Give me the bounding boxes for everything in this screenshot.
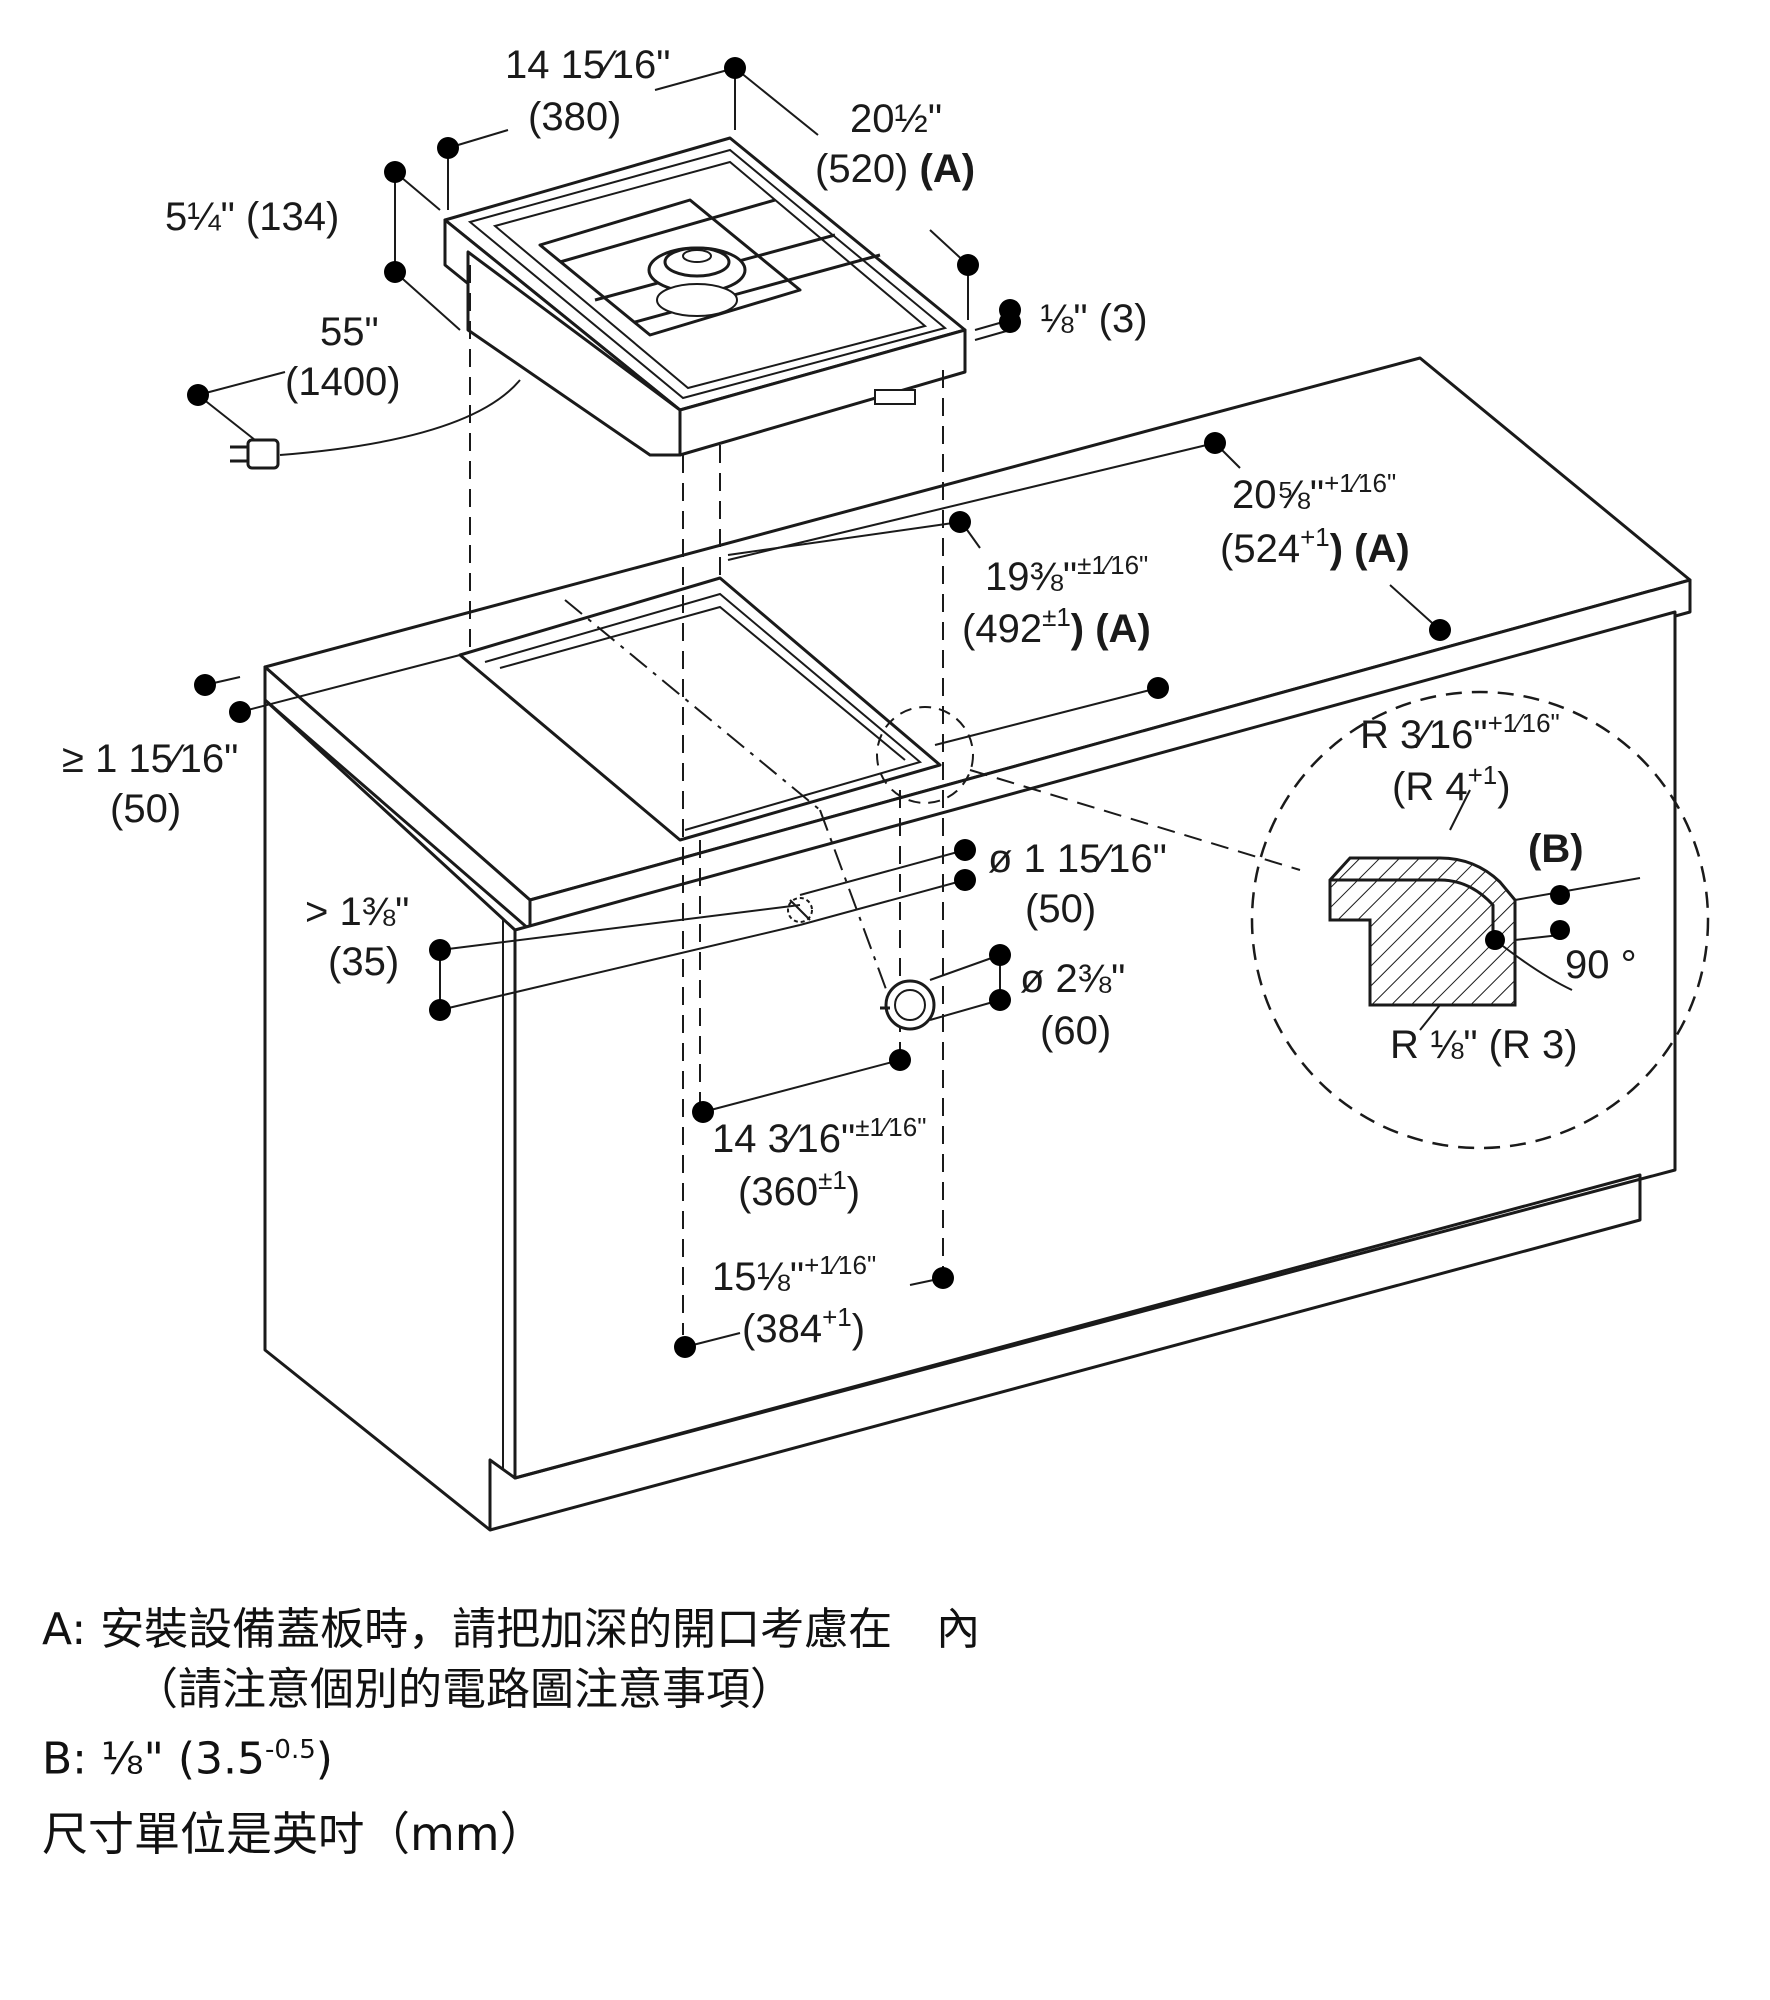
note-b-close: ) [315,1733,333,1785]
plug-icon [230,438,280,470]
cutout-inner-width-mm-label: (360±1) [738,1165,860,1214]
gas-hob [230,136,967,470]
cutout-outer-depth-label: 20⅝"+1⁄16" [1232,468,1396,517]
edge-distance-mm-label: (50) [110,787,181,831]
cutout-outer-width-mm-label: (384+1) [742,1302,865,1351]
edge-distance-label: ≥ 1 15⁄16" [62,737,238,781]
edge-detail [876,690,1710,1150]
cutout-outer-depth-mm-label: (524+1) (A) [1220,522,1410,571]
hob-depth-label: 20½" [850,97,942,141]
hob-height-label: 5¼" (134) [165,195,339,239]
radius-bottom-label: R ⅛" (R 3) [1390,1023,1578,1067]
flange-label: ⅛" (3) [1040,297,1148,341]
detail-b-label: (B) [1528,827,1584,871]
note-a-sub: （請注意個別的電路圖注意事項） [134,1664,794,1715]
hob-width-mm-label: (380) [528,95,621,139]
gas-connection [787,897,813,923]
cutout-inner-depth-mm-label: (492±1) (A) [962,602,1151,651]
note-b-tol: -0.5 [265,1735,316,1765]
installation-diagram: 14 15⁄16" (380) 20½" (520) (A) 5¼" (134)… [62,43,1710,1532]
hob-width-label: 14 15⁄16" [505,43,670,87]
knob-hole-dia-mm-label: (60) [1040,1009,1111,1053]
note-b: B: ⅛" (3.5-0.5) [42,1720,1742,1790]
note-a-label: A: [42,1604,87,1655]
cable-length-label: 55" [320,310,379,354]
hob-depth-mm-label: (520) (A) [815,147,975,191]
radius-top-label: R 3⁄16"+1⁄16" [1360,708,1560,757]
control-knob-icon [880,979,936,1031]
cutout-inner-width-label: 14 3⁄16"±1⁄16" [712,1112,926,1161]
note-a-text: 安裝設備蓋板時，請把加深的開口考慮在 內 [100,1604,981,1655]
cable-length-mm-label: (1400) [285,360,401,404]
burner-icon [647,246,747,317]
knob-hole-dia-label: ø 2⅜" [1020,957,1125,1001]
units-note: 尺寸單位是英吋（mm） [42,1806,546,1861]
gas-hole-dia-mm-label: (50) [1025,887,1096,931]
gas-hole-dia-label: ø 1 15⁄16" [988,837,1167,881]
note-b-label: B: [42,1733,88,1785]
dimension-dots [187,57,1570,1358]
dimension-labels: 14 15⁄16" (380) 20½" (520) (A) 5¼" (134)… [62,43,1637,1351]
cutout-outer-width-label: 15⅛"+1⁄16" [712,1250,876,1299]
note-a: A: 安裝設備蓋板時，請把加深的開口考慮在 內 [42,1600,1742,1660]
min-offset-mm-label: (35) [328,940,399,984]
radius-top-mm-label: (R 4+1) [1392,760,1511,809]
legend-notes: A: 安裝設備蓋板時，請把加深的開口考慮在 內 （請注意個別的電路圖注意事項） … [42,1600,1742,1864]
note-b-text: ⅛" (3.5 [101,1733,266,1785]
angle-label: 90 ° [1565,943,1637,987]
dimension-lines [197,67,1441,1348]
cutout-inner-depth-label: 19⅜"±1⁄16" [985,550,1148,599]
min-offset-label: > 1⅜" [305,890,409,934]
worktop-cutout [458,576,942,1001]
